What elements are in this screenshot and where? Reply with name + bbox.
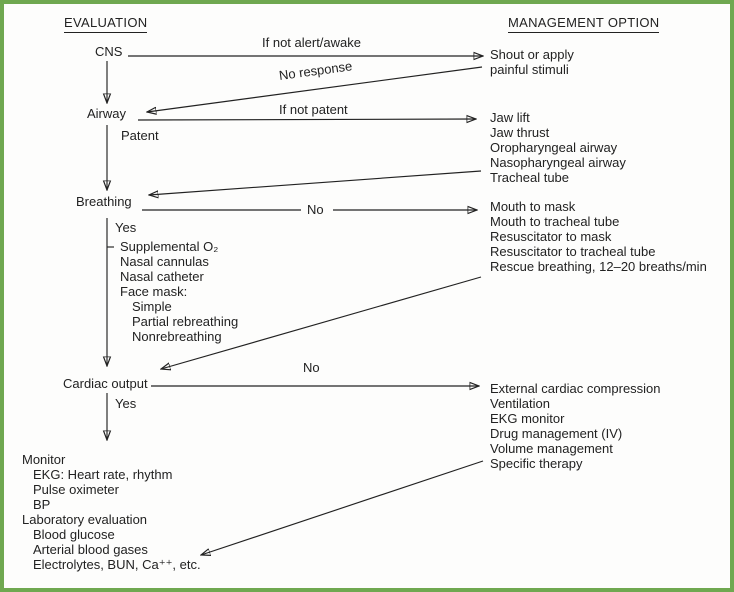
node-cardiac-output: Cardiac output	[63, 376, 148, 391]
mgmt-cardiac-option: EKG monitor	[490, 411, 565, 426]
monitor-item: Pulse oximeter	[33, 482, 119, 497]
mgmt-breathing-option: Resuscitator to mask	[490, 229, 612, 244]
mgmt-cardiac-option: Ventilation	[490, 396, 550, 411]
mgmt-breathing-option: Resuscitator to tracheal tube	[490, 244, 656, 259]
arrow-no-response-to-airway	[147, 66, 483, 112]
breathing-yes-item: Partial rebreathing	[132, 314, 239, 329]
mgmt-breathing-option: Rescue breathing, 12–20 breaths/min	[490, 259, 707, 274]
breathing-yes-item: Supplemental O₂	[120, 239, 219, 254]
evaluation-header: EVALUATION	[64, 15, 148, 33]
breathing-yes-item: Face mask:	[120, 284, 188, 299]
mgmt-breathing-option: Mouth to mask	[490, 199, 576, 214]
label-patent: Patent	[121, 128, 159, 143]
mgmt-airway-option: Tracheal tube	[490, 170, 570, 185]
mgmt-airway-option: Oropharyngeal airway	[490, 140, 618, 155]
monitor-item: Laboratory evaluation	[22, 512, 148, 527]
label-cardiac-no: No	[303, 360, 320, 375]
monitor-item: Blood glucose	[33, 527, 115, 542]
mgmt-cardiac-option: Drug management (IV)	[490, 426, 623, 441]
breathing-yes-item: Nasal catheter	[120, 269, 204, 284]
label-breathing-yes: Yes	[115, 220, 137, 235]
mgmt-cns-option: painful stimuli	[490, 62, 569, 77]
breathing-yes-item: Nasal cannulas	[120, 254, 209, 269]
mgmt-airway-option: Jaw lift	[490, 110, 530, 125]
arrow-specific-to-labs	[201, 460, 484, 555]
mgmt-cardiac-option: Specific therapy	[490, 456, 583, 471]
mgmt-cardiac-option: Volume management	[490, 441, 613, 456]
monitor-item: Arterial blood gases	[33, 542, 148, 557]
mgmt-cardiac-option: External cardiac compression	[490, 381, 661, 396]
monitor-item: EKG: Heart rate, rhythm	[33, 467, 173, 482]
arrow-rescue-to-cardiac	[161, 276, 482, 369]
label-cardiac-yes: Yes	[115, 396, 137, 411]
label-breathing-no: No	[307, 202, 324, 217]
management-header: MANAGEMENT OPTION	[508, 15, 660, 33]
mgmt-airway-option: Jaw thrust	[490, 125, 550, 140]
monitor-item: Monitor	[22, 452, 66, 467]
breathing-yes-item: Simple	[132, 299, 172, 314]
arrow-tracheal-to-breathing	[149, 170, 482, 195]
node-cns: CNS	[95, 44, 123, 59]
breathing-yes-item: Nonrebreathing	[132, 329, 222, 344]
label-if-not-patent: If not patent	[279, 102, 348, 117]
mgmt-cns-option: Shout or apply	[490, 47, 574, 62]
mgmt-airway-option: Nasopharyngeal airway	[490, 155, 626, 170]
node-breathing: Breathing	[76, 194, 132, 209]
node-airway: Airway	[87, 106, 127, 121]
monitor-item: BP	[33, 497, 51, 512]
label-if-not-alert-awake: If not alert/awake	[262, 35, 361, 50]
monitor-item: Electrolytes, BUN, Ca⁺⁺, etc.	[33, 557, 201, 572]
mgmt-breathing-option: Mouth to tracheal tube	[490, 214, 620, 229]
flow-lines	[4, 4, 730, 588]
arrow-if-not-patent-to-jaw	[137, 119, 476, 120]
